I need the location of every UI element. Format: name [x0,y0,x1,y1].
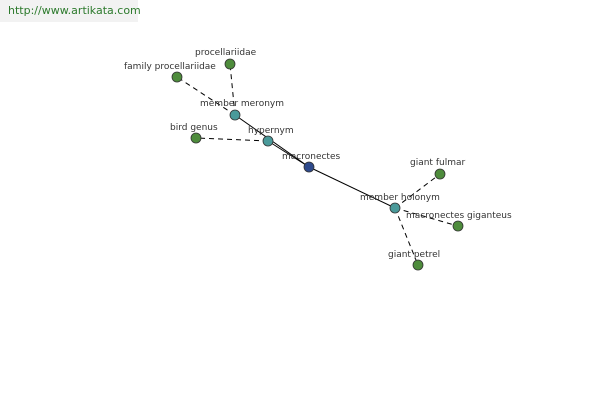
label-macronectes: macronectes [282,152,340,162]
edges-layer [176,63,459,266]
label-hypernym: hypernym [248,126,294,136]
node-giant-petrel[interactable] [412,259,424,271]
edge-member-meronym-to-family-procellariidae [176,76,236,116]
node-member-holonym[interactable] [389,202,401,214]
label-giant-petrel: giant petrel [388,250,440,260]
site-watermark: http://www.artikata.com [0,0,141,22]
node-macronectes[interactable] [303,161,315,173]
node-family-procellariidae[interactable] [171,71,183,83]
label-member-meronym: member meronym [200,99,284,109]
label-family-procellariidae: family procellariidae [124,62,216,72]
nodes-layer [171,58,464,271]
edge-member-holonym-to-giant-petrel [394,207,419,266]
label-bird-genus: bird genus [170,123,218,133]
node-hypernym[interactable] [262,135,274,147]
label-procellariidae: procellariidae [195,48,257,58]
label-member-holonym: member holonym [360,193,440,203]
node-giant-fulmar[interactable] [434,168,446,180]
node-bird-genus[interactable] [190,132,202,144]
edge-member-holonym-to-giant-fulmar [394,173,441,209]
label-giant-fulmar: giant fulmar [410,158,465,168]
edge-hypernym-to-bird-genus [195,137,269,142]
edge-macronectes-to-hypernym [267,140,310,168]
label-macronectes-giganteus: macronectes giganteus [406,211,512,221]
node-procellariidae[interactable] [224,58,236,70]
node-member-meronym[interactable] [229,109,241,121]
labels-layer: macronectes member meronym hypernym member … [124,48,512,260]
edge-member-holonym-to-macronectes-giganteus [394,207,459,227]
node-macronectes-giganteus[interactable] [452,220,464,232]
edge-macronectes-to-member-holonym [308,166,396,209]
